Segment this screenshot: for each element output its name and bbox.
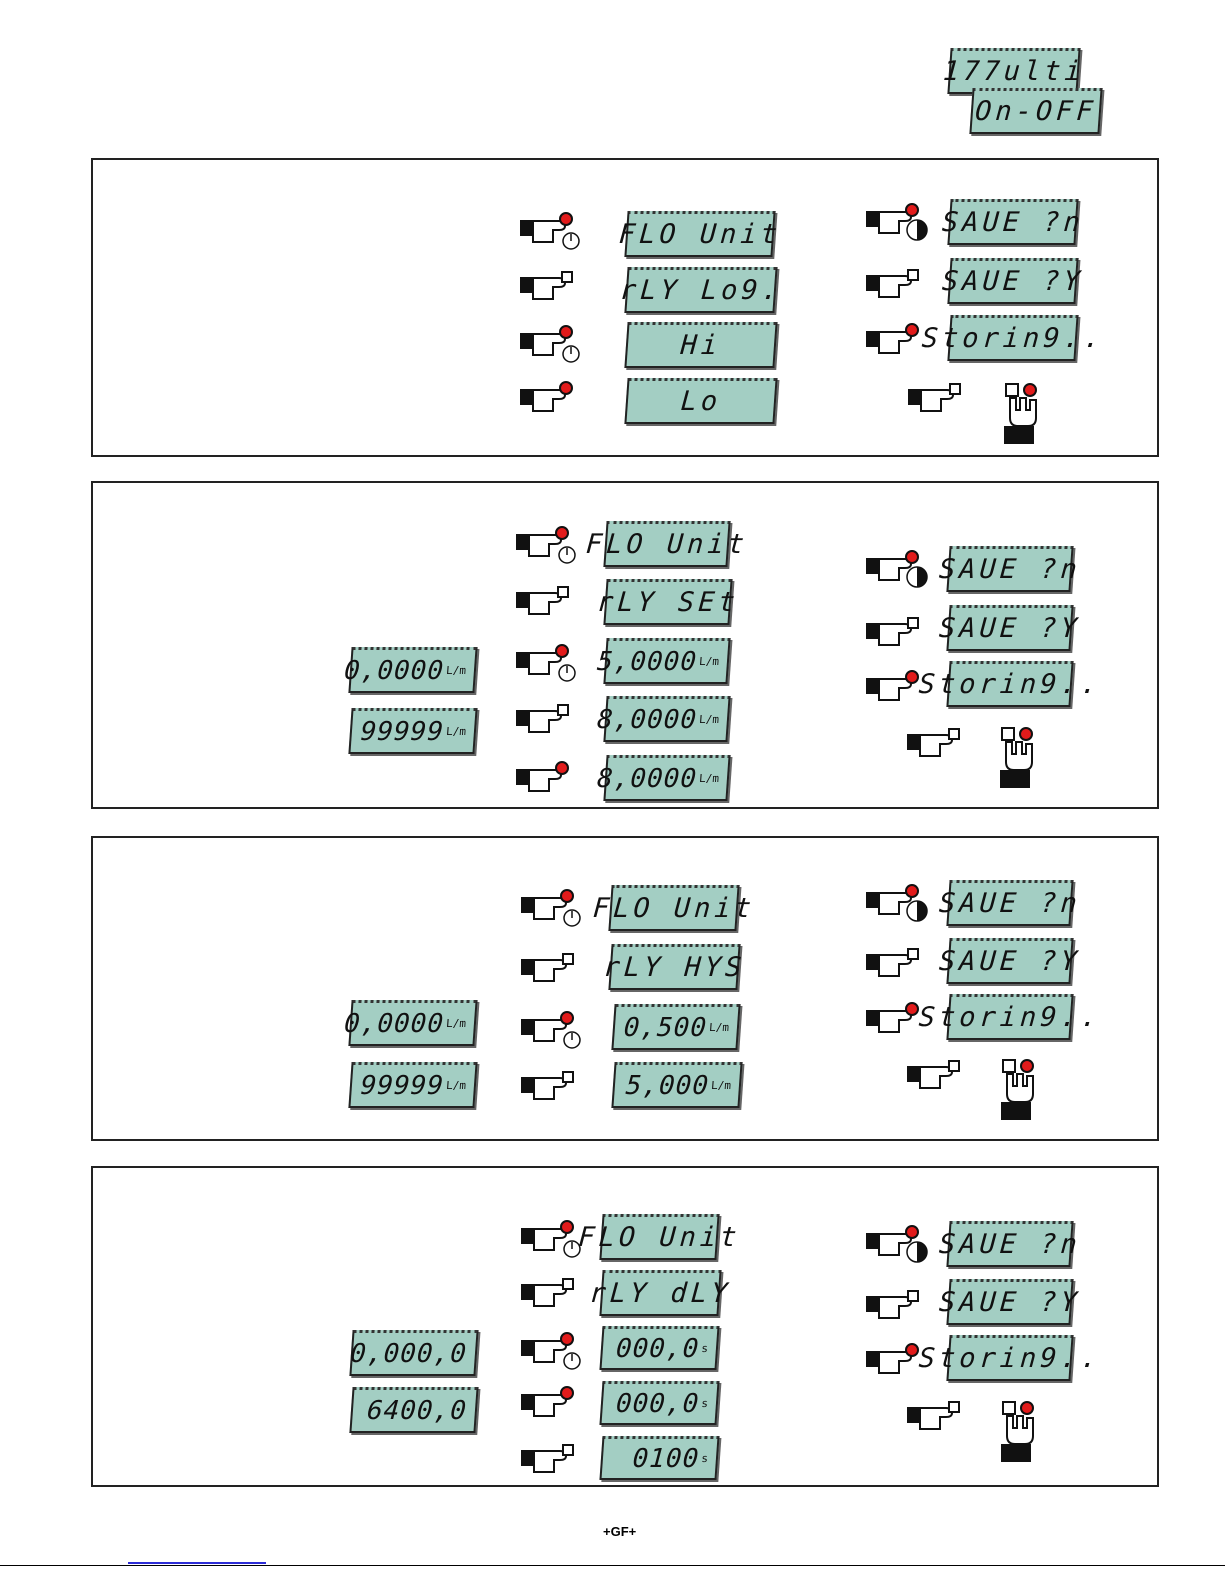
press-hold-hand-icon xyxy=(521,889,581,927)
press-hand-icon xyxy=(521,1278,574,1307)
press-hand-icon xyxy=(907,728,960,757)
press-hold-hand-icon xyxy=(516,644,576,682)
display-save-y: SAUE ?Y xyxy=(938,938,1082,984)
press-hold-hand-icon xyxy=(520,325,580,363)
press-hold-hand-icon xyxy=(866,203,928,241)
display-save-y: SAUE ?Y xyxy=(938,1279,1082,1325)
press-hold-hand-icon xyxy=(521,1220,581,1258)
display-option-hi: Hi xyxy=(624,322,778,368)
press-hand-icon xyxy=(521,953,574,982)
press-hold-hand-icon xyxy=(521,1332,581,1370)
display-flo-unit: FLO Unit xyxy=(592,885,756,931)
press-hold-hand-icon xyxy=(866,1225,928,1263)
mode-display-onoff: On-OFF xyxy=(969,88,1103,134)
press-hand-icon xyxy=(866,1002,919,1033)
press-hold-hand-icon xyxy=(521,1011,581,1049)
display-relay-delay: rLY dLY xyxy=(588,1270,732,1316)
press-hand-icon xyxy=(866,323,919,354)
press-hand-icon xyxy=(521,1386,574,1417)
gf-logo: +GF+ xyxy=(603,1524,637,1539)
display-save-n: SAUE ?n xyxy=(938,1221,1082,1267)
display-storing: Storin9.. xyxy=(918,1335,1102,1381)
two-finger-press-icon xyxy=(1000,727,1033,788)
panel-relay-setpoint xyxy=(91,481,1159,809)
press-hold-hand-icon xyxy=(516,526,576,564)
panel-relay-hysteresis xyxy=(91,836,1159,1141)
display-save-n: SAUE ?n xyxy=(941,199,1085,245)
press-hand-icon xyxy=(866,269,919,298)
display-flo-unit: FLO Unit xyxy=(577,1214,742,1260)
footer-link-underline[interactable] xyxy=(128,1562,266,1564)
panel-relay-logic xyxy=(91,158,1159,457)
display-storing: Storin9.. xyxy=(918,994,1102,1040)
display-save-y: SAUE ?Y xyxy=(941,258,1085,304)
press-hand-icon xyxy=(516,761,569,792)
display-range-max: 6400,0 xyxy=(349,1387,479,1433)
display-relay-setpoint: rLY SEt xyxy=(596,579,740,625)
two-finger-press-icon xyxy=(1001,1059,1034,1120)
two-finger-press-icon xyxy=(1001,1401,1034,1462)
press-hand-icon xyxy=(866,670,919,701)
display-save-y: SAUE ?Y xyxy=(938,605,1082,651)
panel-relay-delay xyxy=(91,1166,1159,1487)
display-flo-unit: FLO Unit xyxy=(618,211,782,257)
display-storing: Storin9.. xyxy=(918,661,1102,707)
display-save-n: SAUE ?n xyxy=(938,546,1082,592)
press-hand-icon xyxy=(521,1071,574,1100)
press-hand-icon xyxy=(907,1401,960,1430)
press-hold-hand-icon xyxy=(866,550,928,588)
press-hand-icon xyxy=(908,383,961,412)
press-hand-icon xyxy=(866,1343,919,1374)
press-hand-icon xyxy=(520,271,573,300)
display-relay-logic: rLY Lo9. xyxy=(619,267,783,313)
press-hand-icon xyxy=(866,1290,919,1319)
display-flo-unit: FLO Unit xyxy=(585,521,749,567)
display-relay-hysteresis: rLY HYS xyxy=(602,944,746,990)
display-save-n: SAUE ?n xyxy=(938,880,1082,926)
press-hold-hand-icon xyxy=(520,212,580,250)
display-range-min: 0,000,0 xyxy=(349,1330,479,1376)
press-hand-icon xyxy=(866,948,919,977)
footer-divider xyxy=(0,1565,1225,1566)
press-hold-hand-icon xyxy=(866,884,928,922)
display-option-lo: Lo xyxy=(624,378,778,424)
press-hand-icon xyxy=(516,586,569,615)
display-storing: Storin9.. xyxy=(921,315,1105,361)
press-hand-icon xyxy=(521,1444,574,1473)
two-finger-press-icon xyxy=(1004,383,1037,444)
press-hand-icon xyxy=(907,1060,960,1089)
press-hand-icon xyxy=(866,617,919,646)
press-hand-icon xyxy=(520,381,573,412)
press-hand-icon xyxy=(516,704,569,733)
